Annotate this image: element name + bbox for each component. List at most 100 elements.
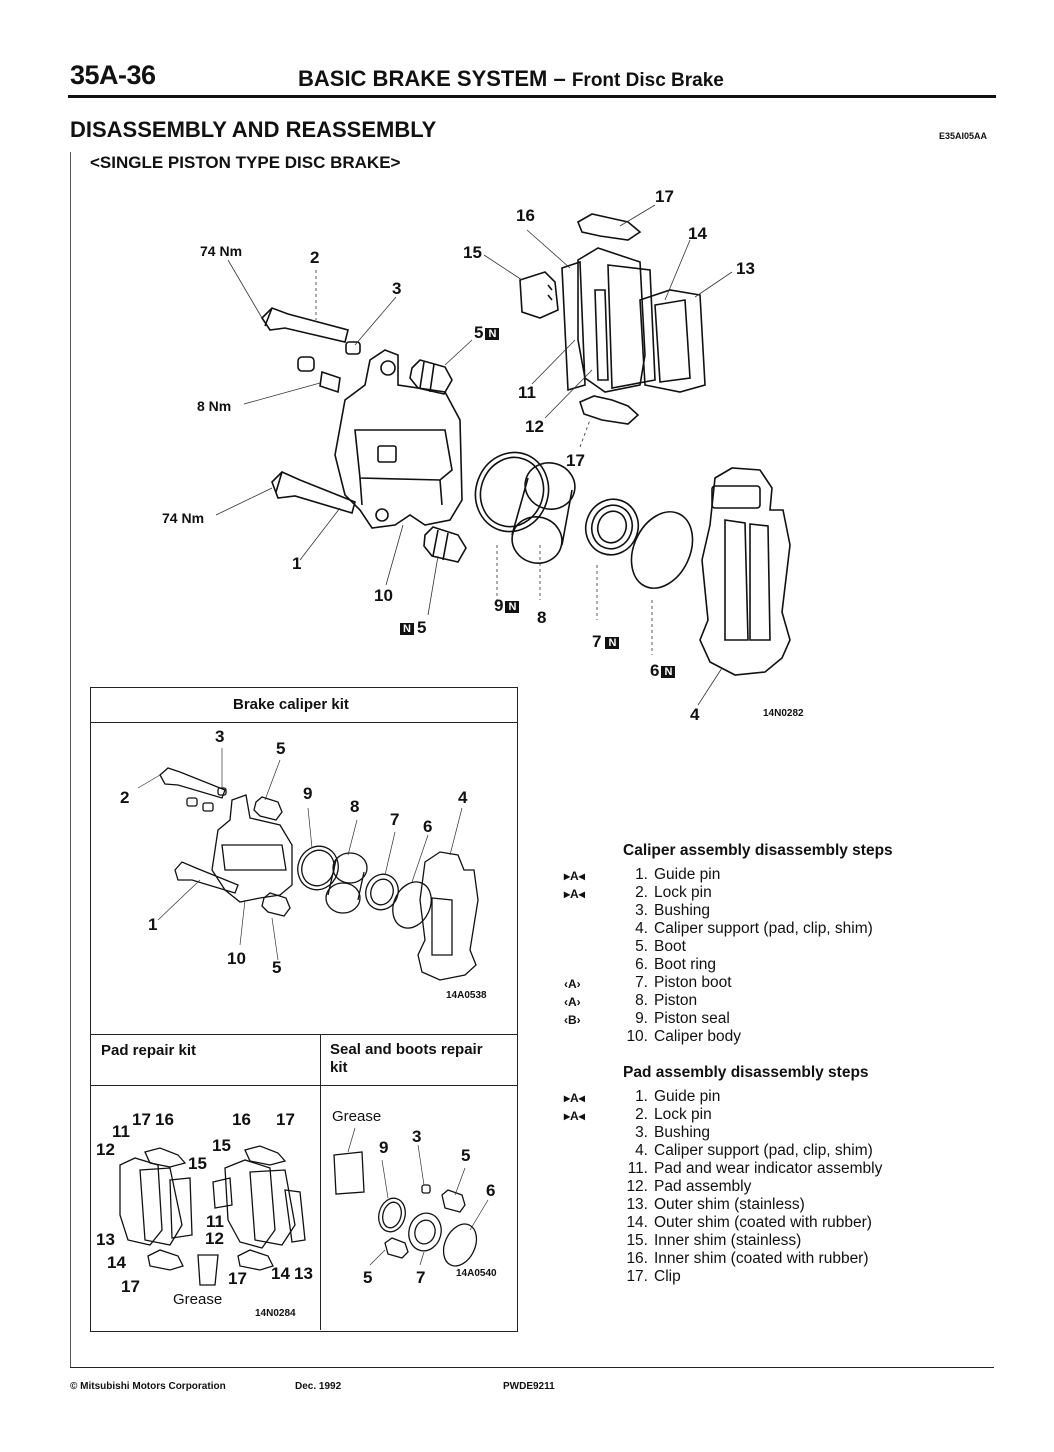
kit-b-callout-11b: 11 [206,1212,224,1231]
step-number: 6. [635,956,648,973]
step-number: 7. [635,974,648,991]
service-point-mark: ‹B› [564,1013,581,1027]
callout-12: 12 [525,417,544,436]
step-text: Piston [654,992,698,1009]
step-text: Clip [654,1268,681,1285]
kit-a-callout-9: 9 [303,784,313,803]
callout-5-bottom-num: 5 [416,618,427,637]
kit-divider [320,1034,321,1330]
kit-c-figure-code: 14A0540 [456,1268,497,1279]
callout-4: 4 [690,705,700,724]
kit-b-callout-16b: 16 [232,1110,251,1129]
brake-caliper-kit-title: Brake caliper kit [233,696,349,713]
step-text: Bushing [654,1124,711,1141]
step-text: Inner shim (coated with rubber) [654,1250,869,1267]
step-text: Bushing [654,902,711,919]
callout-10: 10 [374,586,393,605]
step-number: 2. [635,1106,648,1123]
service-point-mark: ▸A◂ [564,869,585,883]
margin-rule [70,152,71,1367]
footer-date: Dec. 1992 [295,1381,342,1392]
step-item: ▸A◂ 2. Lock pin [564,1106,882,1124]
kit-c-callout-3: 3 [412,1127,422,1146]
step-item: 10.Caliper body [620,1028,893,1046]
callout-13: 13 [736,259,755,278]
kit-b-callout-14b: 14 [271,1264,290,1283]
seal-boots-kit-title: Seal and boots repair kit [330,1041,483,1077]
kit-c-callout-7: 7 [416,1268,426,1287]
new-part-badge: N [400,622,414,635]
service-point-mark: ▸A◂ [564,1109,585,1123]
step-item: 6.Boot ring [620,956,893,974]
kit-b-callout-11: 11 [112,1122,130,1141]
callout-1: 1 [292,554,302,573]
step-number: 17. [626,1268,648,1285]
step-number: 1. [635,866,648,883]
header-rule [68,95,996,98]
pad-steps-section: Pad assembly disassembly steps ▸A◂1.Guid… [564,1064,883,1286]
new-part-badge: N [485,327,500,340]
step-item: ‹A›7.Piston boot [564,974,893,992]
kit-b-callout-17b: 17 [276,1110,295,1129]
kit-a-callout-4: 4 [458,788,468,807]
section-subtitle: <SINGLE PISTON TYPE DISC BRAKE> [90,153,401,172]
step-text: Outer shim (stainless) [654,1196,805,1213]
step-number: 5. [635,938,648,955]
step-number: 12. [626,1178,648,1195]
footer-code: PWDE9211 [503,1381,555,1392]
torque-label-lock-pin: 74 Nm [162,510,205,526]
step-item: ▸A◂1.Guide pin [564,1088,882,1106]
new-part-badge: N [505,600,520,613]
kit-b-callout-12: 12 [96,1140,115,1159]
pad-steps-title: Pad assembly disassembly steps [623,1064,869,1081]
kit-a-callout-3: 3 [215,727,225,746]
step-text: Guide pin [654,866,721,883]
step-text: Caliper support (pad, clip, shim) [654,920,873,937]
step-number: 10. [626,1028,648,1045]
step-number: 4. [635,1142,648,1159]
callout-15: 15 [463,243,482,262]
step-text: Lock pin [654,1106,712,1123]
section-title: DISASSEMBLY AND REASSEMBLY [70,117,437,142]
pad-repair-kit-title: Pad repair kit [101,1042,197,1059]
pad-kit-grease-label: Grease [173,1291,223,1308]
callout-17-bottom: 17 [566,451,585,470]
page-number: 35A-36 [70,60,156,90]
title-separator: – [547,66,572,91]
seal-boots-kit-title-line1: Seal and boots repair [330,1041,483,1058]
step-text: Piston seal [654,1010,730,1027]
step-text: Boot [654,938,686,955]
seal-boots-kit-title-line2: kit [330,1059,348,1076]
kit-c-callout-9: 9 [379,1138,389,1157]
service-point-mark: ‹A› [564,995,581,1009]
step-text: Piston boot [654,974,732,991]
kit-c-callout-5: 5 [461,1146,471,1165]
kit-b-callout-17d: 17 [228,1269,247,1288]
caliper-steps-section: Caliper assembly disassembly steps ▸A◂1.… [564,842,893,1046]
new-part-badge: N [661,665,676,678]
kit-divider [91,1034,517,1035]
step-item: 4. Caliper support (pad, clip, shim) [620,1142,882,1160]
step-number: 2. [635,884,648,901]
footer-rule [70,1367,994,1368]
step-number: 8. [635,992,648,1009]
step-item: 15.Inner shim (stainless) [620,1232,882,1250]
step-number: 11. [627,1160,648,1177]
repair-kits-box [90,687,518,1332]
page-subtitle: Front Disc Brake [571,70,724,91]
step-text: Lock pin [654,884,712,901]
step-item: ▸A◂2.Lock pin [564,884,893,902]
kit-b-callout-15b: 15 [188,1154,207,1173]
seal-kit-grease-label: Grease [332,1108,382,1125]
torque-label-bleeder: 8 Nm [197,398,232,414]
step-number: 4. [635,920,648,937]
step-item: 5. Boot [620,938,893,956]
step-item: 11.Pad and wear indicator assembly [620,1160,883,1178]
service-point-mark: ▸A◂ [564,1091,585,1105]
step-text: Caliper support (pad, clip, shim) [654,1142,873,1159]
kit-a-callout-7: 7 [390,810,400,829]
page-title: BASIC BRAKE SYSTEM – Front Disc Brake [298,66,724,92]
